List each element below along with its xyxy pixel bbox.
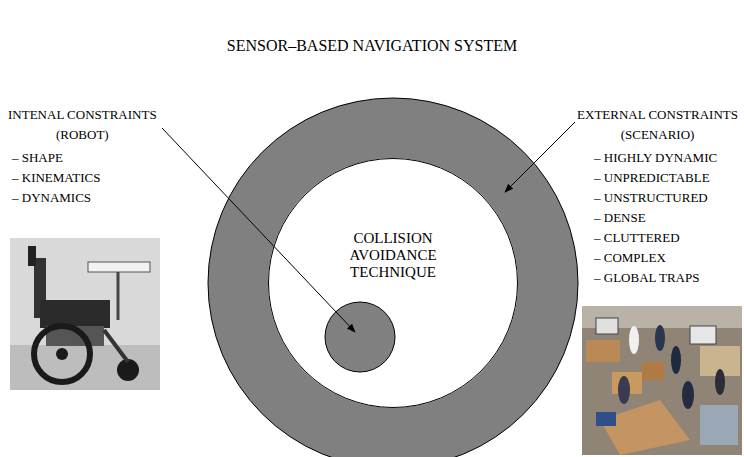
group-subheading: (SCENARIO) <box>621 127 695 143</box>
node-label: COLLISION AVOIDANCE TECHNIQUE <box>333 230 453 281</box>
list-item: – COMPLEX <box>594 250 666 266</box>
wheelchair-photo <box>10 238 160 390</box>
external-arrow <box>505 122 575 192</box>
list-item: – UNSTRUCTURED <box>594 190 708 206</box>
list-item: – KINEMATICS <box>12 170 100 186</box>
list-item: – DENSE <box>594 210 646 226</box>
list-item: – SHAPE <box>12 150 63 166</box>
list-item: – DYNAMICS <box>12 190 91 206</box>
inner-disc <box>268 158 518 408</box>
group-heading: EXTERNAL CONSTRAINTS <box>577 107 738 123</box>
list-item: – CLUTTERED <box>594 230 680 246</box>
outer-ring <box>208 98 578 457</box>
internal-arrow <box>162 128 355 332</box>
robot-circle <box>325 302 395 372</box>
scenario-photo <box>582 306 742 455</box>
technique-circle: COLLISION AVOIDANCE TECHNIQUE <box>268 158 518 408</box>
list-item: – HIGHLY DYNAMIC <box>594 150 717 166</box>
diagram-title: SENSOR–BASED NAVIGATION SYSTEM <box>0 36 744 55</box>
list-item: – UNPREDICTABLE <box>594 170 710 186</box>
list-item: – GLOBAL TRAPS <box>594 270 699 286</box>
group-heading: INTENAL CONSTRAINTS <box>8 107 157 123</box>
circle-outline <box>268 158 518 408</box>
group-subheading: (ROBOT) <box>56 127 109 143</box>
